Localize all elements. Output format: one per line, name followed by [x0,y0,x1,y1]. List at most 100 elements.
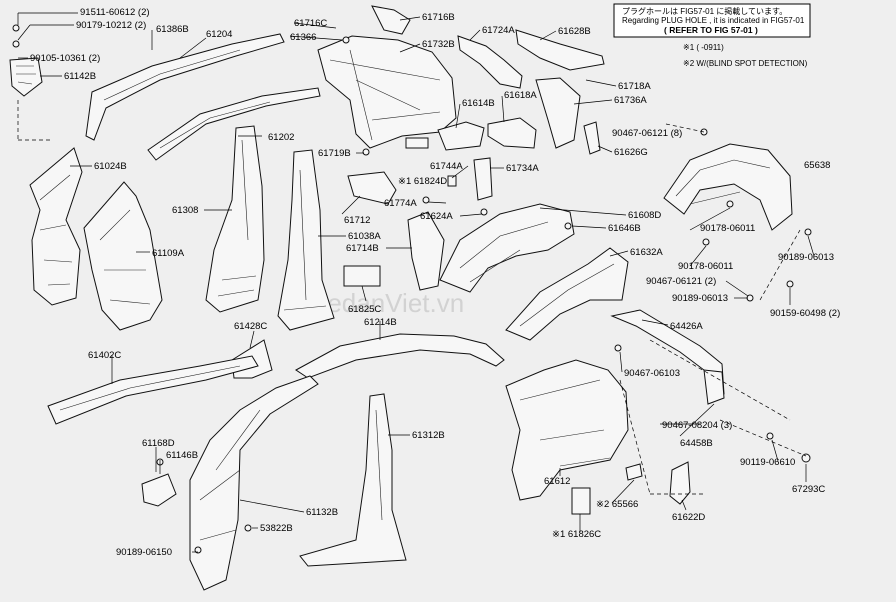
part-61825C [343,265,381,287]
part-61626G [583,121,601,155]
label-61202: 61202 [268,132,294,143]
label-90189-06013-a: 90189-06013 [778,252,834,263]
note-line-1: プラグホールは FIG57-01 に掲載しています。 [622,6,787,16]
label-61719B: 61719B [318,148,351,159]
label-61428C: 61428C [234,321,267,332]
label-61716B: 61716B [422,12,455,23]
label-90189-06150: 90189-06150 [116,547,172,558]
part-61608D [439,203,575,293]
bolt-91511 [12,24,20,32]
part-61614B [437,121,485,151]
clip-61624A [480,208,488,216]
clip-61719B [362,148,370,156]
clip-90119 [766,432,774,440]
label-61038A: 61038A [348,231,381,242]
clip-90178-a [726,200,734,208]
label-61736A: 61736A [614,95,647,106]
label-61744A: 61744A [430,161,463,172]
note-box: プラグホールは FIG57-01 に掲載しています。 Regarding PLU… [613,3,811,38]
label-61826C: ※1 61826C [552,529,601,540]
label-65638: 65638 [804,160,830,171]
label-61308: 61308 [172,205,198,216]
label-90467-08204: 90467-08204 (3) [662,420,732,431]
leader-lines [17,12,815,553]
watermark: SedanViet.vn [310,288,464,318]
part-61628B [515,29,605,71]
part-labels: 91511-60612 (2) 90179-10212 (2) 90105-10… [30,7,840,558]
label-61716C: 61716C [294,18,327,29]
part-61312B [299,393,407,567]
label-90105-10361: 90105-10361 (2) [30,53,100,64]
label-64426A: 64426A [670,321,703,332]
part-61142B [9,57,43,97]
label-61204: 61204 [206,29,232,40]
part-61132B [189,375,319,591]
part-64458B [703,369,725,405]
bolt-90159 [786,280,794,288]
part-61612 [505,359,629,501]
label-61618A: 61618A [504,90,537,101]
clip-61366 [342,36,350,44]
part-61826C [571,487,591,515]
part-61714B [407,211,445,291]
label-61622D: 61622D [672,512,705,523]
label-61146B: 61146B [166,450,198,461]
label-61402C: 61402C [88,350,121,361]
label-61168D: 61168D [142,438,175,449]
part-65566 [625,463,643,481]
label-61628B: 61628B [558,26,591,37]
part-61734A [473,157,493,201]
label-61825C: 61825C [348,304,381,315]
label-67293C: 67293C [792,484,825,495]
part-61622D [669,461,691,505]
label-61632A: 61632A [630,247,663,258]
part-61308 [205,125,265,313]
part-65638 [663,143,793,231]
clip-90189-a [804,228,812,236]
label-65566: ※2 65566 [596,499,638,510]
label-61142B: 61142B [64,71,96,82]
plug-67293C [801,453,811,463]
footnote-2: ※2 W/(BLIND SPOT DETECTION) [683,59,808,68]
label-61734A: 61734A [506,163,539,174]
label-61386B: 61386B [156,24,189,35]
part-61038A [277,149,335,331]
label-91511-60612: 91511-60612 (2) [80,7,150,18]
label-90467-06121-8: 90467-06121 (8) [612,128,682,139]
part-61024B [29,147,83,306]
clip-53822B [244,524,252,532]
clip-90178-b [702,238,710,246]
bolt-90189-06150 [194,546,202,554]
part-61736A [535,77,581,149]
label-61774A: 61774A [384,198,417,209]
label-61612: 61612 [544,476,570,487]
label-61718A: 61718A [618,81,651,92]
label-61732B: 61732B [422,39,455,50]
label-53822B: 53822B [260,523,293,534]
label-61109A: 61109A [152,248,185,259]
label-90467-06121-2: 90467-06121 (2) [646,276,716,287]
label-61614B: 61614B [462,98,495,109]
label-61132B: 61132B [306,507,338,518]
note-line-3: ( REFER TO FIG 57-01 ) [664,25,758,35]
label-61626G: 61626G [614,147,648,158]
part-61824D [405,137,429,149]
label-61214B: 61214B [364,317,397,328]
label-90178-06011-b: 90178-06011 [678,261,733,272]
label-61024B: 61024B [94,161,127,172]
part-61744A [447,175,457,187]
label-61624A: 61624A [420,211,453,222]
label-90189-06013-b: 90189-06013 [672,293,728,304]
part-61732B [317,35,457,149]
part-61214B [295,333,505,379]
part-61168D [141,473,177,507]
label-61724A: 61724A [482,25,515,36]
label-90179-10212: 90179-10212 (2) [76,20,146,31]
clip-90467-c [614,344,622,352]
clip-61774A [422,196,430,204]
label-61366: 61366 [290,32,316,43]
label-61312B: 61312B [412,430,445,441]
label-61714B: 61714B [346,243,379,254]
label-90467-06103: 90467-06103 [624,368,680,379]
